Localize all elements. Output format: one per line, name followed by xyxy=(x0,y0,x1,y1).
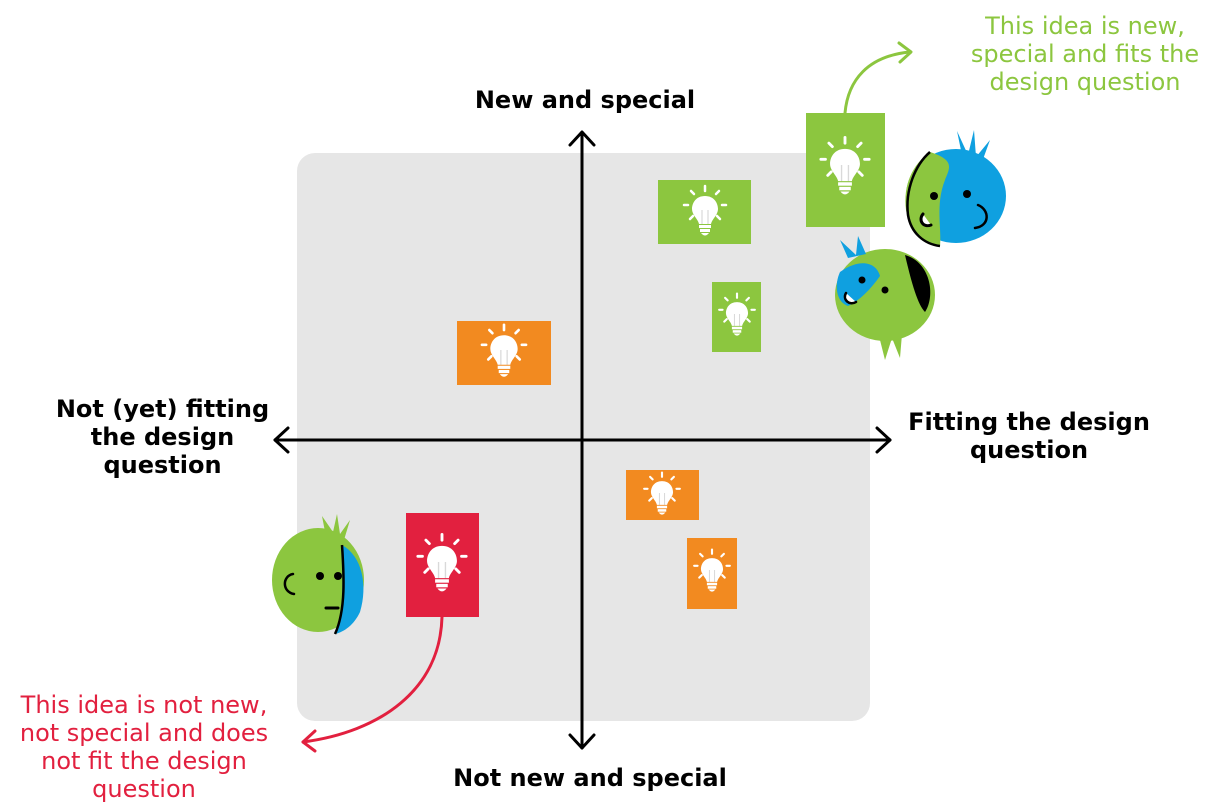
idea-card-green-large xyxy=(806,113,885,227)
green-annotation-arrow xyxy=(843,50,912,115)
character-face-blue-top xyxy=(905,130,1006,248)
idea-card-orange-lower-1 xyxy=(626,470,699,520)
annotation-red-line-4: question xyxy=(92,775,196,803)
axis-label-bottom-text: Not new and special xyxy=(453,764,727,792)
idea-card-orange-upper-left xyxy=(457,321,551,385)
axis-label-left-line-2: the design xyxy=(90,423,235,451)
axis-label-right-line-2: question xyxy=(969,436,1089,464)
annotation-red-line-2: not special and does xyxy=(19,719,269,747)
axis-label-top: New and special xyxy=(430,86,740,114)
annotation-not-new-special: This idea is not new, not special and do… xyxy=(0,691,288,803)
axis-label-right: Fitting the design question xyxy=(900,408,1158,464)
character-face-green-middle xyxy=(835,236,935,360)
red-arrowhead xyxy=(301,729,317,753)
annotation-green-line-2: special and fits the xyxy=(970,40,1200,68)
green-arrowhead xyxy=(897,41,913,64)
horizontal-axis xyxy=(273,426,892,454)
annotation-green-line-1: This idea is new, xyxy=(985,12,1185,40)
annotation-red-line-3: not fit the design xyxy=(41,747,247,775)
annotation-new-special: This idea is new, special and fits the d… xyxy=(950,12,1220,96)
idea-card-orange-lower-2 xyxy=(687,538,737,609)
red-annotation-arrow xyxy=(301,615,444,744)
axis-label-left: Not (yet) fitting the design question xyxy=(40,395,285,479)
axis-label-top-text: New and special xyxy=(474,86,696,114)
idea-card-green-medium xyxy=(658,180,751,244)
annotation-red-line-1: This idea is not new, xyxy=(20,691,268,719)
axis-label-right-line-1: Fitting the design xyxy=(908,408,1150,436)
axis-label-bottom: Not new and special xyxy=(420,764,760,792)
annotation-green-line-3: design question xyxy=(989,68,1181,96)
idea-card-green-small xyxy=(712,282,761,352)
idea-card-red xyxy=(406,513,479,617)
axis-label-left-line-3: question xyxy=(103,451,222,479)
character-face-green-bottom-left xyxy=(272,514,364,635)
axis-label-left-line-1: Not (yet) fitting xyxy=(55,395,270,423)
